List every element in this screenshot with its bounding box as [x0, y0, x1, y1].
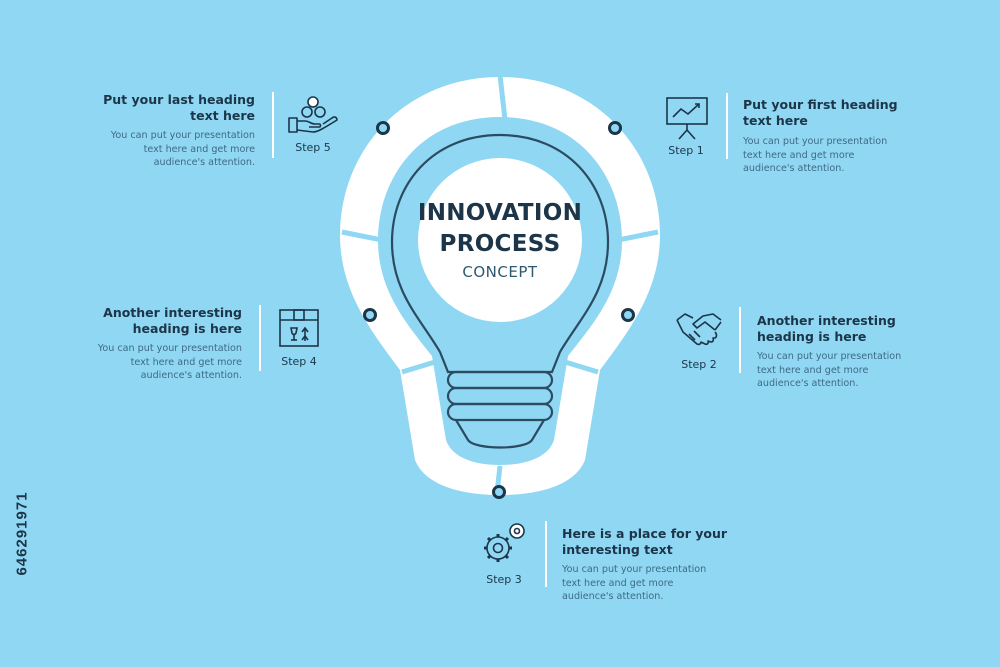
step-3-label: Step 3 [486, 573, 522, 586]
step-4-separator [259, 305, 261, 371]
step-4-text: You can put your presentation text here … [97, 343, 242, 381]
step-2-heading: Another interesting heading is here [757, 313, 896, 344]
presentation-chart-icon [666, 97, 708, 140]
title-main: INNOVATION PROCESS [417, 200, 583, 257]
title-circle [418, 158, 582, 322]
bulb-ring [340, 77, 660, 495]
step-2-separator [739, 307, 741, 373]
step-1-label: Step 1 [668, 144, 704, 157]
hand-coins-icon [288, 96, 338, 133]
step-4-heading: Another interesting heading is here [103, 305, 242, 336]
step-3-text: You can put your presentation text here … [562, 564, 707, 602]
side-id-text: 646291971 [13, 491, 31, 576]
step-3-heading: Here is a place for your interesting tex… [562, 526, 728, 557]
step-3-separator [545, 521, 547, 587]
step-1-heading: Put your first heading text here [743, 97, 898, 128]
step-5-text: You can put your presentation text here … [110, 130, 255, 168]
bulb-base [446, 370, 554, 449]
step-5-heading: Put your last heading text here [103, 92, 255, 123]
box-icon [279, 309, 319, 347]
step-dots [363, 121, 635, 499]
step-2-text: You can put your presentation text here … [757, 351, 902, 389]
diagram-title: INNOVATION PROCESS [385, 198, 615, 260]
handshake-icon [676, 313, 722, 346]
step-5-separator [272, 92, 274, 158]
step-2-label: Step 2 [681, 358, 717, 371]
gears-icon [484, 523, 525, 562]
step-4-label: Step 4 [281, 355, 317, 368]
step-5-label: Step 5 [295, 141, 331, 154]
step-1-separator [726, 93, 728, 159]
diagram-subtitle: CONCEPT [462, 263, 538, 281]
step-1-text: You can put your presentation text here … [743, 136, 888, 174]
